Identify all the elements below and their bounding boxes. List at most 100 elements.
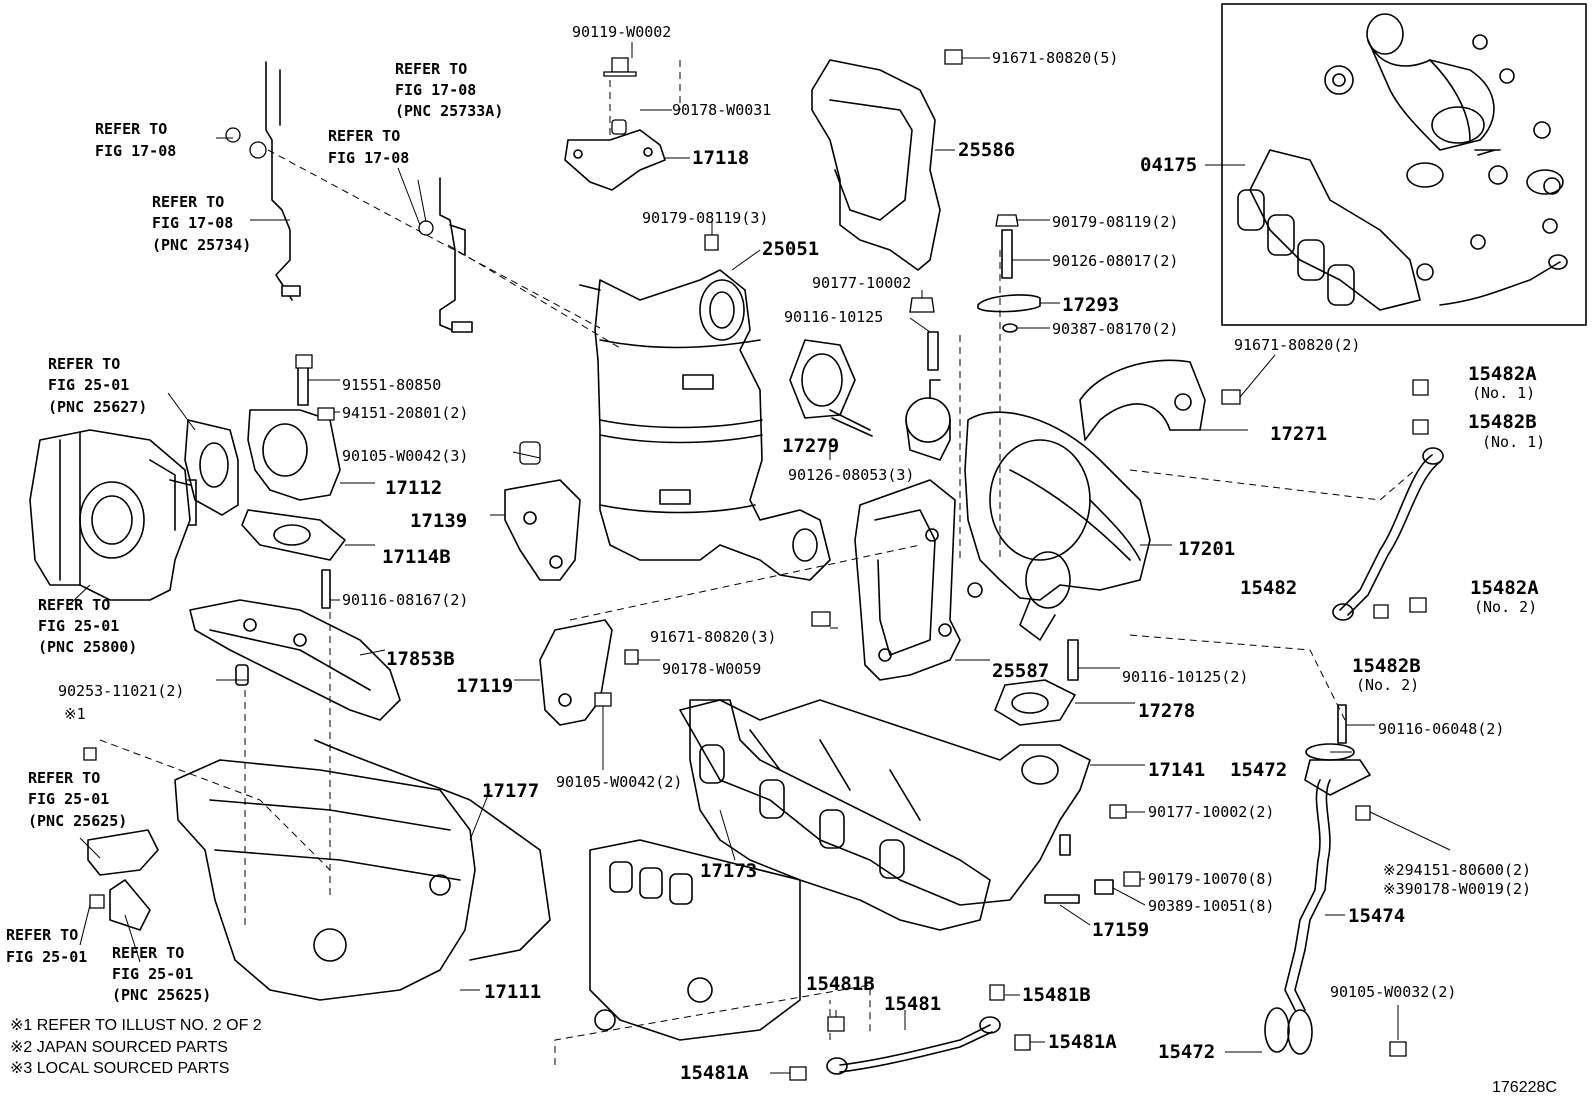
callout-15481b-left: 15481B bbox=[806, 973, 875, 995]
catalytic-converter-25051 bbox=[579, 269, 831, 581]
ref-fig-25-01-d-line1: REFER TO bbox=[6, 926, 78, 944]
gasket-17278 bbox=[994, 639, 1079, 726]
callout-15482b-no2-note: (No. 2) bbox=[1356, 676, 1419, 694]
o2-sensor-lower bbox=[418, 177, 473, 333]
ref-fig-17-08-d-line2: FIG 17-08 bbox=[152, 214, 233, 232]
callout-90178-w0059: 90178-W0059 bbox=[662, 660, 761, 678]
ref-fig-17-08-b-line2: FIG 17-08 bbox=[395, 81, 476, 99]
footnote-2: ※2 JAPAN SOURCED PARTS bbox=[10, 1039, 228, 1056]
exhaust-manifold-17111 bbox=[174, 664, 551, 1001]
callout-90389-10051-8: 90389-10051(8) bbox=[1148, 897, 1274, 915]
callout-91551-80850: 91551-80850 bbox=[342, 376, 441, 394]
footnote-3: ※3 LOCAL SOURCED PARTS bbox=[10, 1060, 229, 1077]
insulator-17853B bbox=[189, 569, 401, 721]
callout-90116-10125-2: 90116-10125(2) bbox=[1122, 668, 1248, 686]
ref-fig-25-01-e-line3: (PNC 25625) bbox=[112, 986, 211, 1004]
callout-15481a-right: 15481A bbox=[1048, 1031, 1117, 1053]
callout-17278: 17278 bbox=[1138, 700, 1195, 722]
callout-25051: 25051 bbox=[762, 238, 819, 260]
ref-fig-17-08-d-line1: REFER TO bbox=[152, 193, 224, 211]
callout-90253-11021-2: 90253-11021(2) bbox=[58, 682, 184, 700]
callout-90116-08167-2: 90116-08167(2) bbox=[342, 591, 468, 609]
ref-fig-25-01-b-line3: (PNC 25800) bbox=[38, 638, 137, 656]
callout-25587: 25587 bbox=[992, 660, 1049, 682]
callout-15481b-right: 15481B bbox=[1022, 984, 1091, 1006]
ref-fig-17-08-c-line2: FIG 17-08 bbox=[328, 149, 409, 167]
ref-fig-25-01-b-line2: FIG 25-01 bbox=[38, 617, 119, 635]
callout-15482b-no1: 15482B bbox=[1468, 411, 1537, 433]
callout-17201: 17201 bbox=[1178, 538, 1235, 560]
callout-90178-w0019-2: ※390178-W0019(2) bbox=[1383, 880, 1531, 898]
exhaust-manifold-17141 bbox=[679, 699, 1091, 906]
callout-90116-06048-2: 90116-06048(2) bbox=[1378, 720, 1504, 738]
leader-lines bbox=[69, 42, 1451, 1074]
heat-insulator-25587 bbox=[854, 479, 961, 681]
diagram-code: 176228C bbox=[1492, 1079, 1557, 1096]
callout-17114b: 17114B bbox=[382, 546, 451, 568]
bracket-17119 bbox=[539, 611, 831, 726]
ref-fig-25-01-e-line2: FIG 25-01 bbox=[112, 965, 193, 983]
callout-04175: 04175 bbox=[1140, 154, 1197, 176]
callout-15482a-no2: 15482A bbox=[1470, 577, 1539, 599]
oil-pipe-15481 bbox=[789, 984, 1031, 1081]
ref-fig-25-01-b-line1: REFER TO bbox=[38, 596, 110, 614]
callout-90119-w0002: 90119-W0002 bbox=[572, 23, 671, 41]
callout-15482: 15482 bbox=[1240, 577, 1297, 599]
callout-15481a-left: 15481A bbox=[680, 1062, 749, 1084]
callout-17118: 17118 bbox=[692, 147, 749, 169]
ref-fig-17-08-c-line1: REFER TO bbox=[328, 127, 400, 145]
misc-fasteners bbox=[83, 234, 1141, 931]
ref-fig-25-01-a-line1: REFER TO bbox=[48, 355, 120, 373]
callout-90178-w0031: 90178-W0031 bbox=[672, 101, 771, 119]
callout-17119: 17119 bbox=[456, 675, 513, 697]
callout-90126-08053-3: 90126-08053(3) bbox=[788, 466, 914, 484]
bracket-17118 bbox=[564, 57, 666, 191]
callout-15482a-no2-note: (No. 2) bbox=[1474, 598, 1537, 616]
gasket-17114B bbox=[241, 509, 346, 561]
heat-insulator-25586 bbox=[811, 49, 963, 271]
engine-block bbox=[589, 839, 801, 1041]
callout-17177: 17177 bbox=[482, 780, 539, 802]
callout-90387-08170-2: 90387-08170(2) bbox=[1052, 320, 1178, 338]
turbo-heat-shield-17271 bbox=[1079, 359, 1241, 441]
callout-90179-08119-2: 90179-08119(2) bbox=[1052, 213, 1178, 231]
o2-sensor-upper bbox=[225, 61, 301, 301]
callout-17139: 17139 bbox=[410, 510, 467, 532]
assembly-dashed-lines bbox=[99, 60, 1416, 1065]
callout-15472-upper: 15472 bbox=[1230, 759, 1287, 781]
callout-17293: 17293 bbox=[1062, 294, 1119, 316]
callout-15482b-no2: 15482B bbox=[1352, 655, 1421, 677]
callout-17173: 17173 bbox=[700, 860, 757, 882]
ref-fig-25-01-a-line3: (PNC 25627) bbox=[48, 398, 147, 416]
ref-fig-25-01-e-line1: REFER TO bbox=[112, 944, 184, 962]
callout-94151-20801-2: 94151-20801(2) bbox=[342, 404, 468, 422]
callout-17279: 17279 bbox=[782, 435, 839, 457]
callout-25586: 25586 bbox=[958, 139, 1015, 161]
callout-90126-08017-2: 90126-08017(2) bbox=[1052, 252, 1178, 270]
gasket-17173 bbox=[689, 699, 991, 931]
ref-fig-25-01-c-line2: FIG 25-01 bbox=[28, 790, 109, 808]
callout-90177-10002: 90177-10002 bbox=[812, 274, 911, 292]
callout-17853b: 17853B bbox=[386, 648, 455, 670]
ref-fig-17-08-a-line1: REFER TO bbox=[95, 120, 167, 138]
callout-90179-10070-8: 90179-10070(8) bbox=[1148, 870, 1274, 888]
turbocharger-17201 bbox=[905, 379, 1151, 641]
egr-valve-assembly bbox=[29, 429, 197, 601]
reference-notes: REFER TO FIG 17-08 REFER TO FIG 17-08 (P… bbox=[6, 60, 503, 1004]
callout-90179-08119-3: 90179-08119(3) bbox=[642, 209, 768, 227]
callout-91671-80820-3: 91671-80820(3) bbox=[650, 628, 776, 646]
callout-15482a-no1: 15482A bbox=[1468, 363, 1537, 385]
ref-fig-25-01-d-line2: FIG 25-01 bbox=[6, 948, 87, 966]
ref-fig-25-01-c-line3: (PNC 25625) bbox=[28, 812, 127, 830]
callout-15482b-no1-note: (No. 1) bbox=[1482, 433, 1545, 451]
callout-90177-10002-2: 90177-10002(2) bbox=[1148, 803, 1274, 821]
gasket-17279 bbox=[789, 339, 873, 437]
callout-90105-w0032-2: 90105-W0032(2) bbox=[1330, 983, 1456, 1001]
callout-17141: 17141 bbox=[1148, 759, 1205, 781]
footnote-1: ※1 REFER TO ILLUST NO. 2 OF 2 bbox=[10, 1017, 262, 1034]
callout-15472-lower: 15472 bbox=[1158, 1041, 1215, 1063]
part-callouts: 90119-W0002 90178-W0031 17118 90179-0811… bbox=[58, 23, 1557, 1096]
small-parts-17293 bbox=[909, 214, 1041, 371]
callout-17112: 17112 bbox=[385, 477, 442, 499]
